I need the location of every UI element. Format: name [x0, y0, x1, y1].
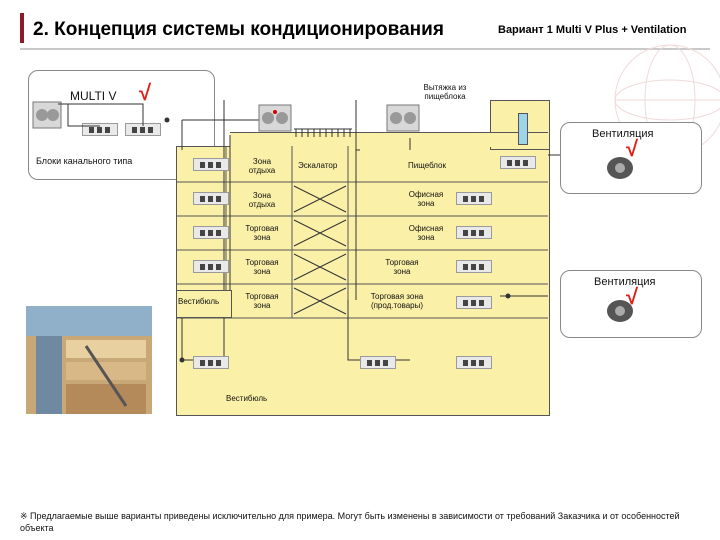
multiv-box-pipes [58, 103, 144, 127]
zone-kitchen: Пищеблок [408, 161, 446, 170]
duct-unit-icon [360, 356, 396, 369]
zone-label: зона [417, 233, 435, 243]
zone-label: Торговая зона [370, 292, 424, 301]
variant-label: Вариант 1 Multi V Plus + Ventilation [498, 24, 687, 36]
fan-icon [607, 300, 633, 322]
zone-label: отдыха [248, 166, 276, 176]
duct-unit-icon [193, 260, 229, 273]
ventilation-top-label: Вентиляция [592, 128, 654, 140]
duct-unit-icon [456, 192, 492, 205]
zone-vestibule-bottom: Вестибюль [226, 394, 268, 403]
zone-vestibule-left: Вестибюль [178, 297, 220, 306]
zone-trade-4: Торговая зона [232, 292, 292, 310]
photo-mall [26, 306, 152, 414]
exhaust-label: Вытяжка из пищеблока [400, 83, 490, 101]
zone-label: зона [253, 301, 271, 311]
zone-label: Торговая [385, 258, 419, 267]
duct-unit-icon [193, 192, 229, 205]
zone-label: зона [417, 199, 435, 209]
checkmark-icon: √ [626, 136, 639, 161]
zone-office-2: Офисная зона [396, 224, 456, 242]
building-top-left [230, 132, 548, 147]
zone-label: Торговая [245, 292, 279, 301]
zone-label: зона [393, 267, 411, 277]
fan-icon [607, 157, 633, 179]
outdoor-unit-icon [386, 104, 420, 132]
vestibule-block [176, 290, 232, 318]
zone-trade-2: Торговая зона [232, 258, 292, 276]
header-divider [20, 48, 710, 50]
footnote: ※ Предлагаемые выше варианты приведены и… [20, 511, 680, 533]
zone-label: Зона [252, 191, 272, 200]
zone-label: (прод.товары) [370, 301, 424, 311]
exhaust-line1: Вытяжка из [423, 83, 467, 92]
outdoor-unit-icon [32, 101, 62, 129]
zone-label: отдыха [248, 200, 276, 210]
zone-trade-food: Торговая зона (прод.товары) [354, 292, 440, 310]
duct-unit-icon [456, 296, 492, 309]
duct-unit-icon [500, 156, 536, 169]
zone-label: Офисная [408, 224, 444, 233]
duct-unit-icon [193, 356, 229, 369]
ventilation-bottom-label: Вентиляция [594, 276, 656, 288]
zone-escalator: Эскалатор [298, 161, 338, 170]
ventilation-bottom-box [560, 270, 702, 338]
multiv-label: MULTI V [70, 89, 117, 103]
checkmark-icon: √ [139, 80, 152, 105]
zone-rest-2: Зона отдыха [232, 191, 292, 209]
zone-trade-3: Торговая зона [372, 258, 432, 276]
exhaust-line2: пищеблока [424, 92, 466, 102]
duct-unit-icon [456, 226, 492, 239]
zone-rest-1: Зона отдыха [232, 157, 292, 175]
zone-label: зона [253, 233, 271, 243]
zone-label: Торговая [245, 258, 279, 267]
zone-office-1: Офисная зона [396, 190, 456, 208]
exhaust-duct [518, 113, 528, 145]
checkmark-icon: √ [626, 284, 639, 309]
zone-trade-1: Торговая зона [232, 224, 292, 242]
duct-unit-icon [193, 158, 229, 171]
zone-label: Зона [252, 157, 272, 166]
zone-label: зона [253, 267, 271, 277]
ventilation-top-box [560, 122, 702, 194]
duct-unit-icon [456, 260, 492, 273]
duct-unit-icon [456, 356, 492, 369]
duct-units-label: Блоки канального типа [36, 156, 133, 166]
zone-label: Торговая [245, 224, 279, 233]
duct-unit-icon [193, 226, 229, 239]
zone-label: Офисная [408, 190, 444, 199]
page-title: 2. Концепция системы кондиционирования [33, 19, 444, 40]
building [176, 146, 550, 416]
header-accent-bar [20, 13, 24, 43]
outdoor-unit-icon [258, 104, 292, 132]
multiv-box [28, 70, 215, 180]
roof-vent [294, 128, 352, 137]
